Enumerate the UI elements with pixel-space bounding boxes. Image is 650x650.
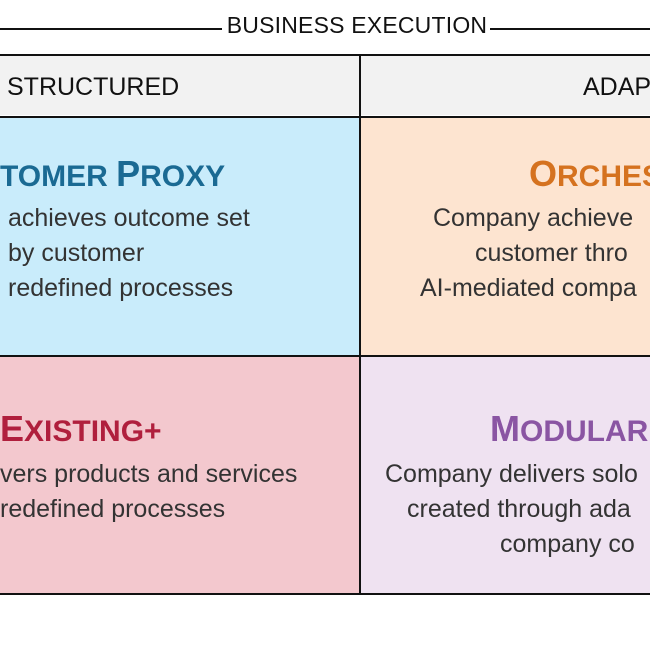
title-part: TOMER xyxy=(0,160,117,193)
frame-line-top xyxy=(0,54,650,56)
frame-line-center xyxy=(359,54,361,595)
title-cap: M xyxy=(490,408,520,449)
quadrant-title-modular: MODULAR xyxy=(490,411,648,447)
diagram-title: BUSINESS EXECUTION xyxy=(226,12,488,38)
body-line: company co xyxy=(500,530,635,558)
quadrant-body-customer-proxy: achieves outcome set by customer redefin… xyxy=(8,201,250,306)
body-line: customer thro xyxy=(475,239,628,267)
column-header-structured xyxy=(0,55,359,115)
header-rule-left xyxy=(0,28,222,30)
column-header-adaptive xyxy=(361,55,650,115)
quadrant-existing-plus xyxy=(0,357,359,593)
title-cap: O xyxy=(529,153,558,194)
title-part: XISTING+ xyxy=(24,415,162,448)
column-label-structured: STRUCTURED xyxy=(7,73,180,101)
body-line: achieves outcome set xyxy=(8,204,250,232)
frame-line-bottom xyxy=(0,593,650,595)
frame-line-middle xyxy=(0,355,650,357)
body-line: AI-mediated compa xyxy=(420,274,637,302)
quadrant-title-orchestrator: ORCHES xyxy=(529,156,650,192)
quadrant-title-customer-proxy: TOMER PROXY xyxy=(0,156,225,192)
quadrant-body-modular: Company delivers solo created through ad… xyxy=(385,457,638,562)
quadrant-body-existing-plus: vers products and services redefined pro… xyxy=(0,457,297,527)
quadrant-body-orchestrator: Company achieve customer thro AI-mediate… xyxy=(420,201,637,306)
quadrant-title-existing-plus: EXISTING+ xyxy=(0,411,162,447)
body-line: Company achieve xyxy=(433,204,634,232)
body-line: by customer xyxy=(8,239,145,267)
title-part: ROXY xyxy=(140,160,226,193)
quadrant-modular xyxy=(361,357,650,593)
header-rule-right xyxy=(490,28,650,30)
title-part: RCHES xyxy=(557,160,650,193)
title-cap: E xyxy=(0,408,25,449)
body-line: Company delivers solo xyxy=(385,460,638,488)
body-line: redefined processes xyxy=(0,495,226,523)
body-line: vers products and services xyxy=(0,460,298,488)
quadrant-orchestrator xyxy=(361,117,650,355)
body-line: redefined processes xyxy=(8,274,234,302)
title-part: ODULAR xyxy=(520,415,649,448)
quadrant-customer-proxy xyxy=(0,117,359,355)
frame-line-header-bottom xyxy=(0,116,650,118)
title-cap: P xyxy=(116,153,141,194)
body-line: created through ada xyxy=(407,495,631,523)
